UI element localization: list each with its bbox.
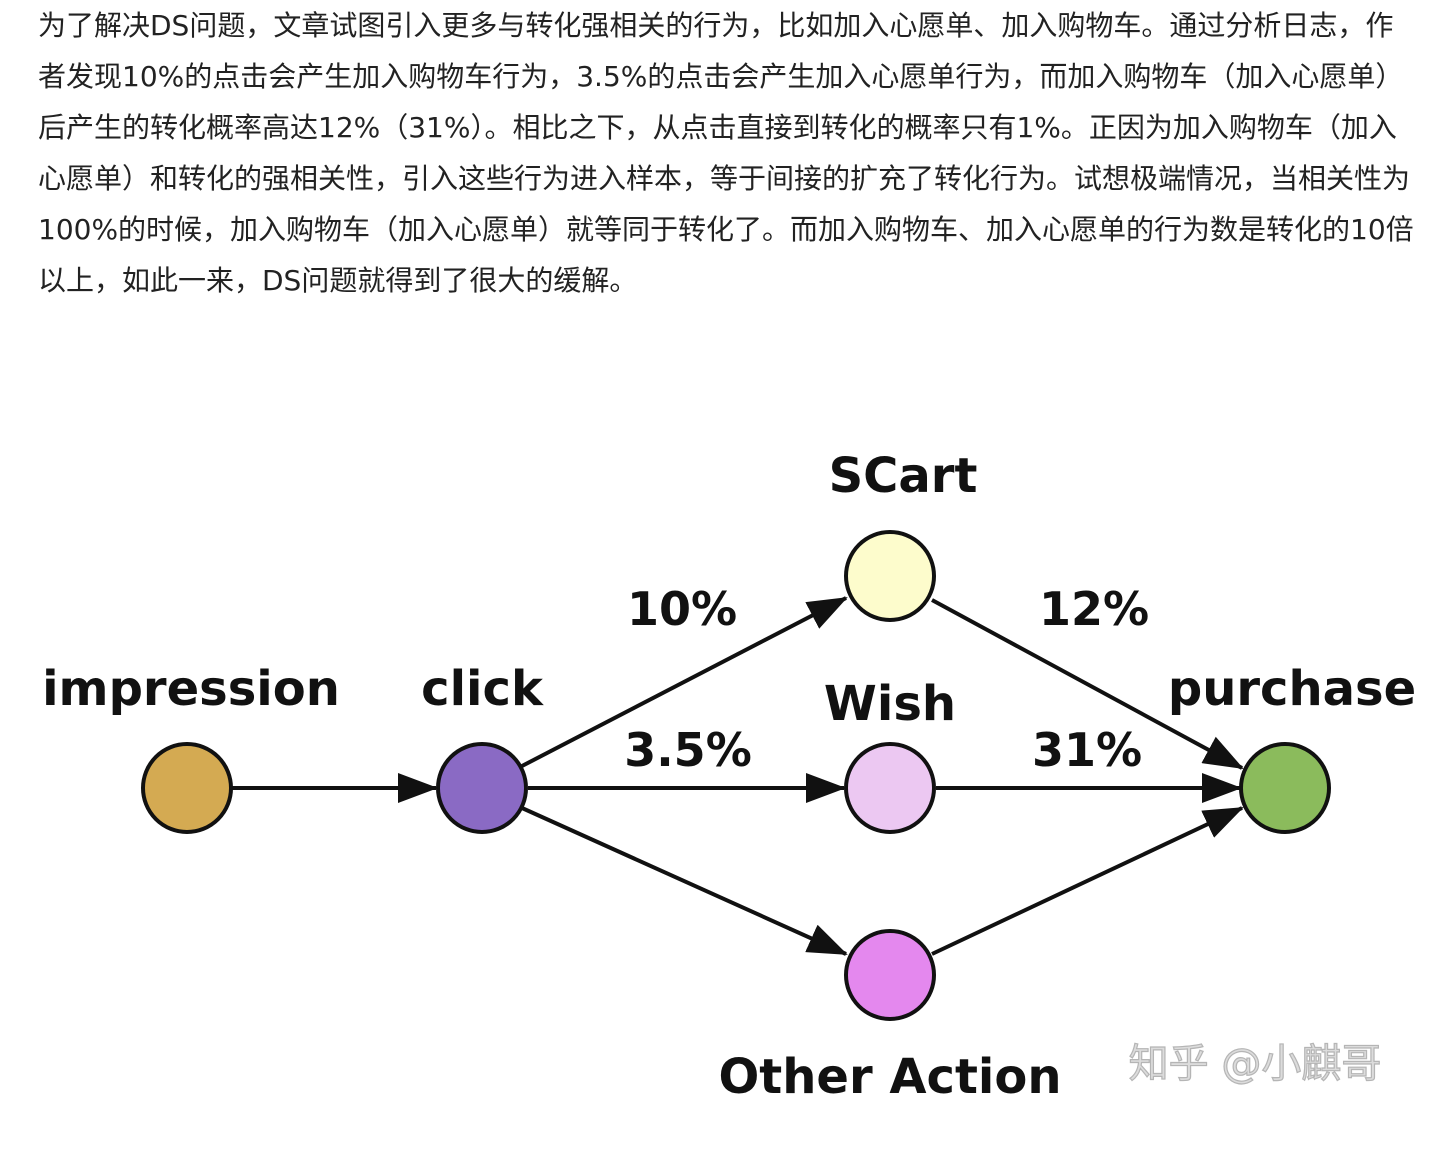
- node-other-action: [844, 929, 936, 1021]
- edge-click-scart: [521, 596, 848, 768]
- label-other-action: Other Action: [718, 1049, 1061, 1105]
- edge-label-scart-purchase: 12%: [1039, 582, 1149, 636]
- edge-click-other: [521, 806, 848, 956]
- edge-label-click-wish: 3.5%: [624, 723, 752, 777]
- edge-label-wish-purchase: 31%: [1032, 723, 1142, 777]
- edge-scart-purchase: [931, 598, 1244, 770]
- article-paragraph: 为了解决DS问题，文章试图引入更多与转化强相关的行为，比如加入心愿单、加入购物车…: [38, 9, 1414, 297]
- node-click: [436, 742, 528, 834]
- label-scart: SCart: [829, 448, 978, 504]
- edge-label-click-scart: 10%: [627, 582, 737, 636]
- node-wish: [844, 742, 936, 834]
- conversion-funnel-diagram: impression click SCart Wish Other Action…: [42, 448, 1416, 1105]
- node-impression: [141, 742, 233, 834]
- watermark: 知乎 @小麒哥: [1129, 1041, 1382, 1087]
- label-purchase: purchase: [1168, 661, 1416, 717]
- label-impression: impression: [42, 661, 340, 717]
- label-click: click: [421, 661, 544, 717]
- label-wish: Wish: [824, 676, 956, 732]
- node-purchase: [1239, 742, 1331, 834]
- edge-other-purchase: [931, 806, 1244, 956]
- node-scart: [844, 530, 936, 622]
